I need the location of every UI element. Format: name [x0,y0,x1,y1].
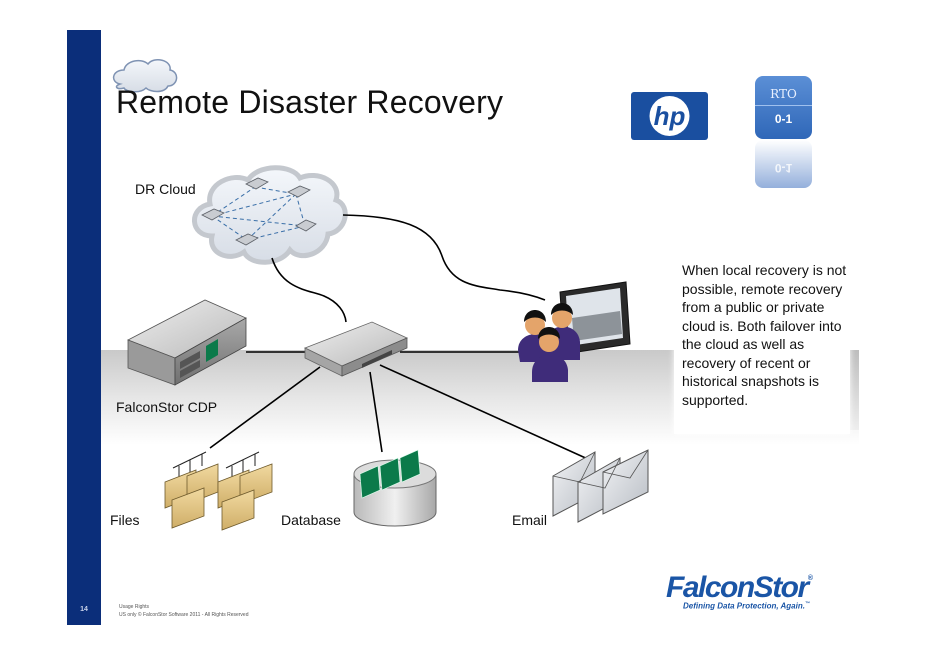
slide-sidebar: 14 [67,30,101,625]
email-envelopes-icon [552,449,649,523]
database-icon [353,449,437,527]
cdp-appliance-icon [127,299,247,386]
falconstor-logo-text: FalconStor [666,571,809,604]
tagline-text: Defining Data Protection, Again. [683,601,805,611]
rto-label: RTO [755,76,812,106]
network-links [209,214,591,461]
label-files: Files [110,512,140,528]
trademark-mark: ™ [804,601,810,607]
title-cloud-icon [112,59,178,93]
rto-reflection-value: 0-1 [774,161,793,175]
cloud-server-nodes [201,177,317,246]
falconstor-logo: FalconStor® [666,571,813,605]
description-text: When local recovery is not possible, rem… [682,262,847,408]
label-dr-cloud: DR Cloud [135,181,196,197]
users-tablet-icon [518,281,631,382]
dr-cloud-icon [192,165,348,265]
page-number: 14 [80,606,88,613]
footer-line-2: US only © FalconStor Software 2011 - All… [119,612,249,618]
slide-title: Remote Disaster Recovery [116,84,504,120]
footer-usage-rights: Usage Rights US only © FalconStor Softwa… [119,603,248,619]
footer-line-1: Usage Rights [119,604,150,610]
rto-badge: RTO 0-1 [755,76,812,139]
network-switch-icon [304,321,408,377]
label-falconstor-cdp: FalconStor CDP [116,399,218,415]
floor-edge [850,350,859,430]
registered-mark: ® [807,575,813,582]
description-panel [674,258,850,434]
label-database: Database [281,512,341,528]
falconstor-tagline: Defining Data Protection, Again.™ [683,601,810,611]
rto-badge-reflection: 0-1 [755,140,812,188]
files-folders-icon [164,451,273,531]
hp-logo-text: hp [654,101,686,131]
label-email: Email [512,512,548,528]
hp-logo-icon: hp [649,96,690,136]
hp-logo: hp [631,92,708,140]
rto-value: 0-1 [774,112,793,126]
